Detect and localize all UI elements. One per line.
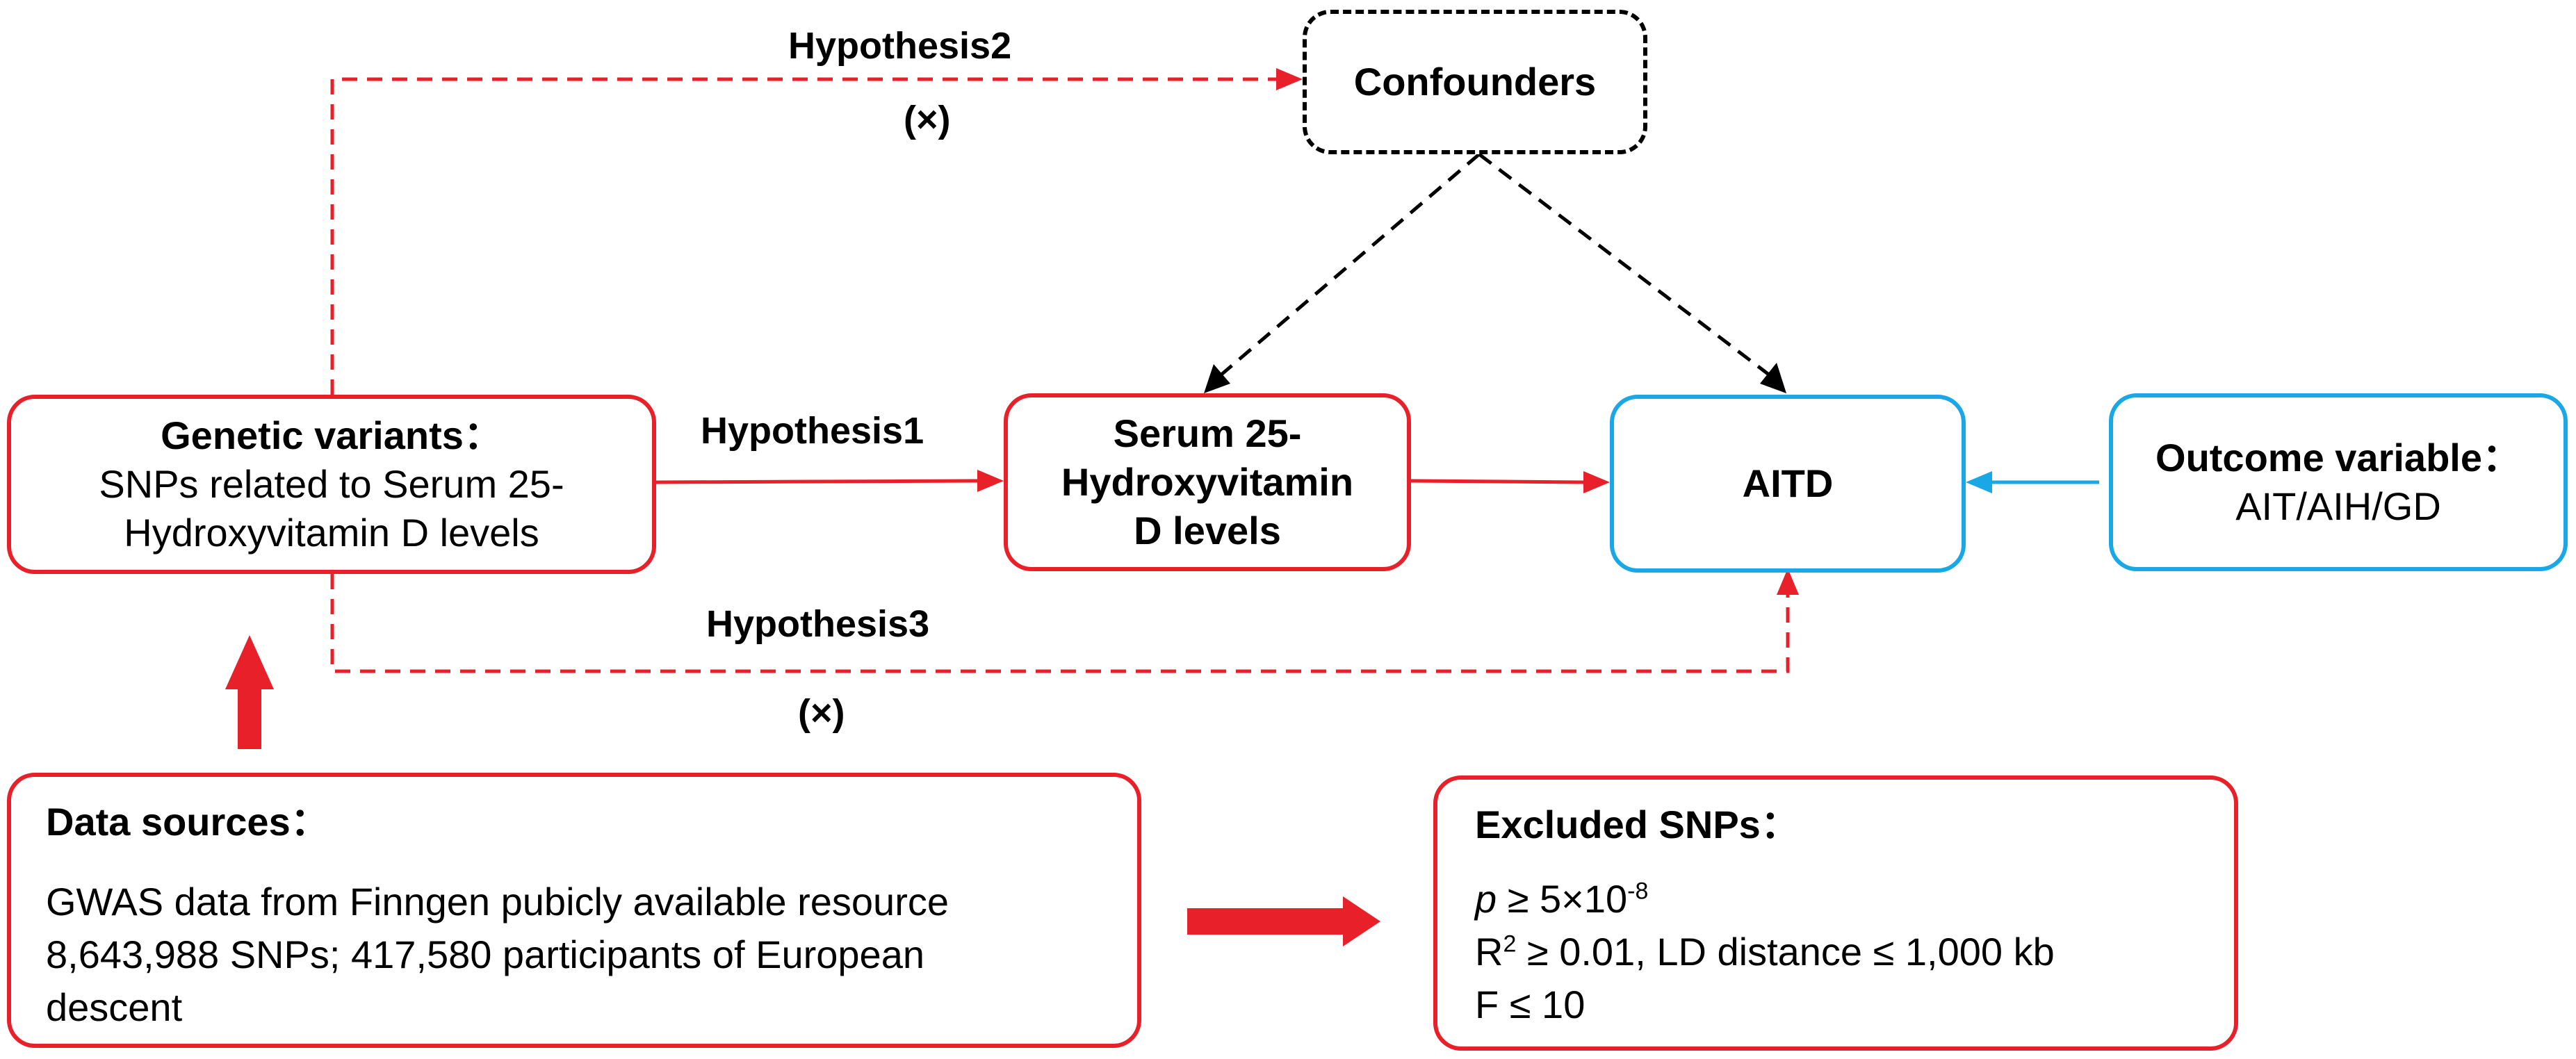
hypothesis1-arrow (655, 470, 1004, 492)
r-exponent: 2 (1503, 930, 1517, 958)
confounders-label: Confounders (1353, 60, 1597, 104)
serum-line1: Serum 25- (1113, 411, 1302, 455)
outcome-to-aitd-arrow (1966, 471, 2099, 493)
p-exponent: -8 (1627, 878, 1649, 905)
outcome-variable-box: Outcome variable： AIT/AIH/GD (2109, 393, 2568, 571)
aitd-box: AITD (1610, 395, 1966, 573)
data-to-excluded-arrow (1187, 896, 1380, 946)
confounders-box: Confounders (1303, 10, 1647, 154)
data-sources-line2: 8,643,988 SNPs; 417,580 participants of … (46, 933, 924, 976)
outcome-variable-title: Outcome variable： (2155, 436, 2521, 479)
aitd-label: AITD (1742, 461, 1834, 505)
excluded-f-threshold: F ≤ 10 (1475, 983, 1585, 1026)
p-threshold-text: ≥ 5×10 (1497, 877, 1628, 921)
p-symbol: p (1475, 877, 1497, 921)
serum-line2: Hydroxyvitamin (1061, 460, 1354, 504)
r2-threshold-text: ≥ 0.01, LD distance ≤ 1,000 kb (1516, 930, 2055, 974)
hypothesis2-arrowhead (1276, 68, 1303, 90)
confounders-to-aitd-arrow (1478, 153, 1786, 393)
data-sources-title: Data sources： (46, 800, 329, 844)
excluded-r2-threshold: R2 ≥ 0.01, LD distance ≤ 1,000 kb (1475, 926, 2055, 978)
serum-line3: D levels (1134, 509, 1281, 552)
genetic-variants-box: Genetic variants： SNPs related to Serum … (7, 395, 656, 574)
data-sources-line3: descent (46, 985, 183, 1029)
hypothesis2-label: Hypothesis2 (788, 25, 1012, 67)
hypothesis3-arrowhead (1777, 568, 1799, 595)
hypothesis2-path (330, 68, 1303, 395)
hypothesis2-excluded-mark: (×) (904, 99, 951, 140)
data-sources-box: Data sources： GWAS data from Finngen pub… (7, 773, 1141, 1048)
genetic-variants-line2: Hydroxyvitamin D levels (124, 511, 539, 555)
genetic-variants-title: Genetic variants： (161, 413, 503, 457)
excluded-snps-title: Excluded SNPs： (1475, 803, 1800, 846)
hypothesis1-label: Hypothesis1 (701, 410, 924, 452)
r-symbol: R (1475, 930, 1503, 974)
genetic-variants-line1: SNPs related to Serum 25- (99, 462, 564, 506)
serum-vitamin-d-box: Serum 25- Hydroxyvitamin D levels (1004, 393, 1411, 571)
data-sources-line1: GWAS data from Finngen pubicly available… (46, 880, 949, 923)
hypothesis3-path (330, 568, 1799, 673)
hypothesis3-label: Hypothesis3 (706, 603, 930, 645)
confounders-to-serum-arrow (1204, 153, 1481, 393)
excluded-snps-box: Excluded SNPs： p ≥ 5×10-8 R2 ≥ 0.01, LD … (1433, 775, 2238, 1051)
hypothesis3-excluded-mark: (×) (798, 692, 845, 734)
data-to-genetic-arrow (225, 635, 274, 749)
excluded-p-threshold: p ≥ 5×10-8 (1475, 873, 1648, 926)
outcome-variable-value: AIT/AIH/GD (2235, 484, 2441, 528)
serum-to-aitd-arrow (1410, 471, 1610, 493)
